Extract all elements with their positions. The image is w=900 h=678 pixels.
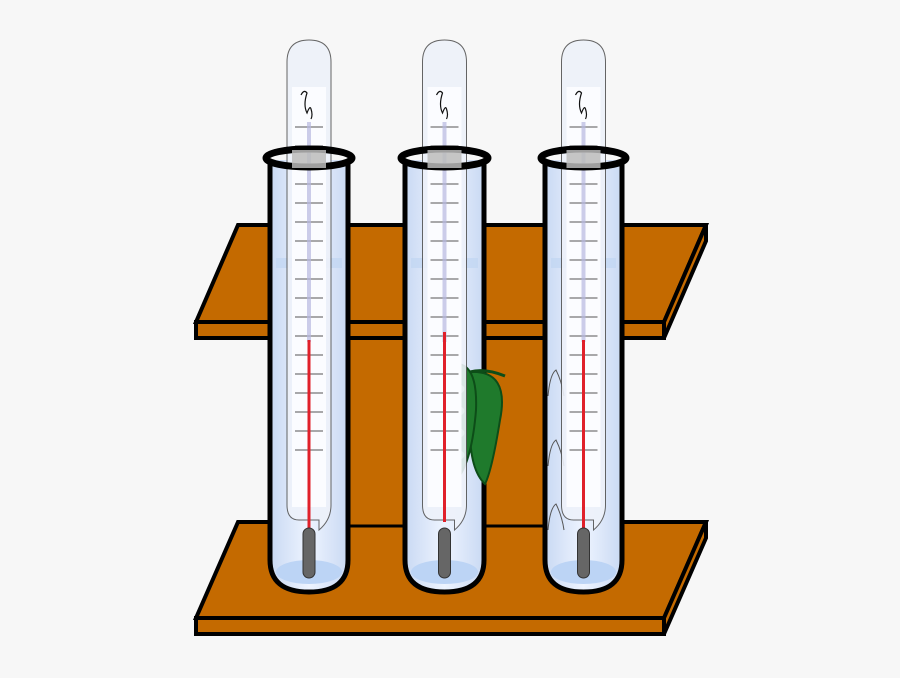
pea-pod-shell [469,370,503,486]
mercury-column [443,332,446,522]
mercury-column [307,340,311,530]
thermometer-bulb [577,527,590,579]
test-tube-1 [262,39,356,595]
thermometer-bulb [302,527,316,579]
scale-mark-icon [435,90,449,120]
thermometer-overlap [566,150,601,168]
seed-sketch [547,503,565,531]
thermometer [422,39,467,579]
thermometer-overlap [292,150,326,168]
scale-mark-icon [300,90,313,120]
thermometer-bulb [438,527,451,579]
mercury-column [582,340,585,530]
test-tube-2 [397,39,506,595]
capillary [581,122,586,342]
thermometer [561,39,606,579]
pea-stem [469,369,506,378]
test-tube-3 [537,39,630,595]
thermometer-overlap [427,150,462,168]
scale-mark-icon [574,90,588,120]
capillary [442,122,447,342]
capillary [307,122,311,342]
thermometer [286,39,332,579]
